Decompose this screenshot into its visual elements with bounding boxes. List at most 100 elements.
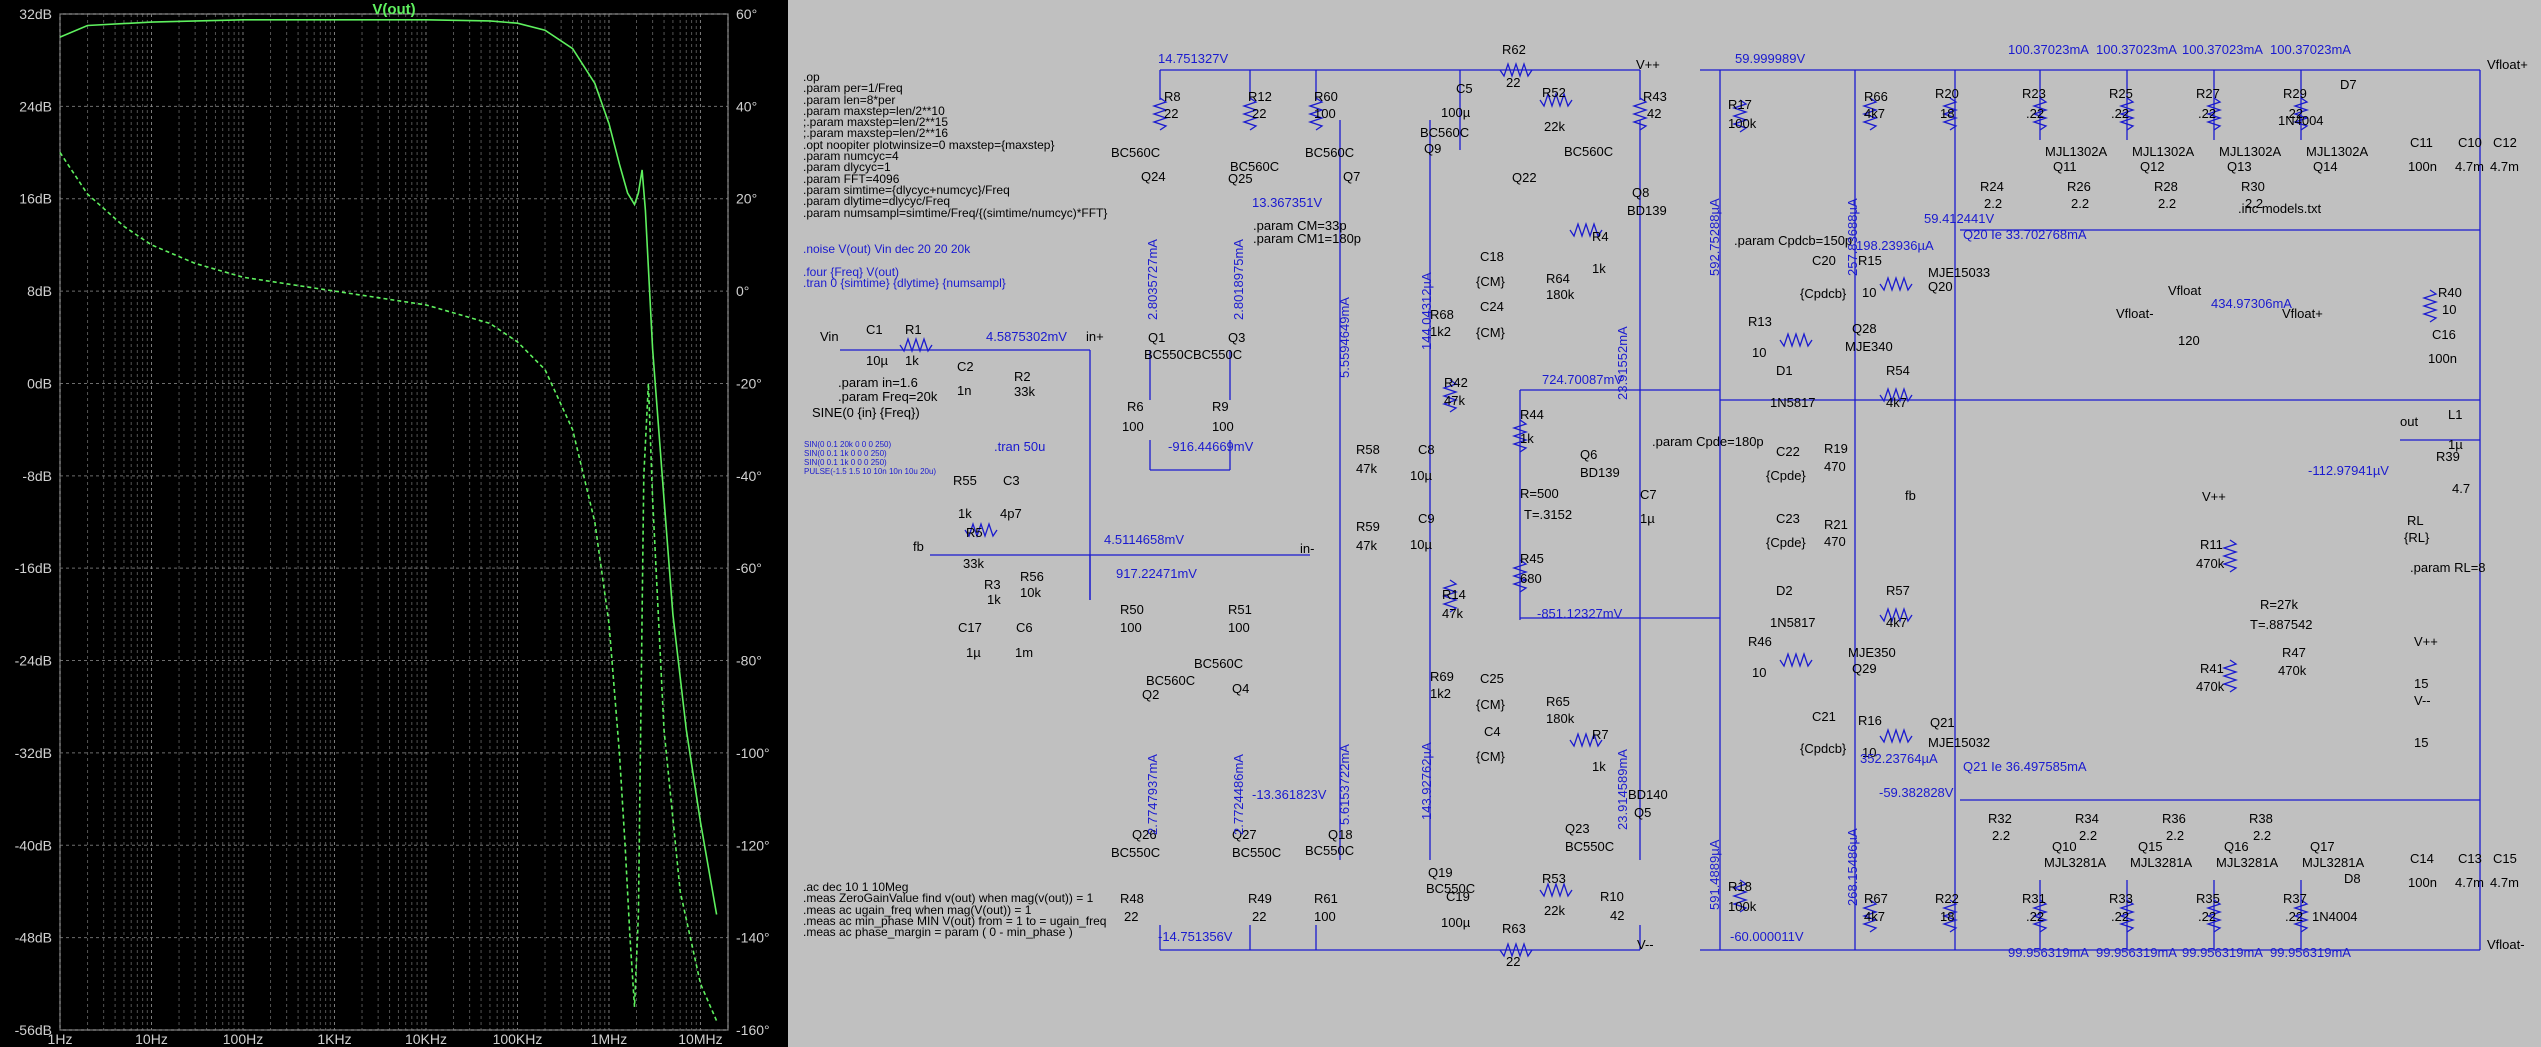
component-label[interactable]: R10 xyxy=(1600,889,1624,904)
component-label[interactable]: C5 xyxy=(1456,81,1473,96)
component-label[interactable]: C22 xyxy=(1776,444,1800,459)
component-label[interactable]: R8 xyxy=(1164,89,1181,104)
component-label[interactable]: in- xyxy=(1300,541,1315,556)
resistor-symbol[interactable] xyxy=(899,336,933,354)
component-label[interactable]: 100µ xyxy=(1441,915,1471,930)
component-label[interactable]: C2 xyxy=(957,359,974,374)
component-label[interactable]: 4k7 xyxy=(1864,909,1885,924)
component-label[interactable]: Vfloat+ xyxy=(2282,306,2323,321)
component-label[interactable]: 100 xyxy=(1120,620,1142,635)
component-label[interactable]: R36 xyxy=(2162,811,2186,826)
component-label[interactable]: 470k xyxy=(2196,556,2225,571)
component-label[interactable]: 10 xyxy=(2442,302,2457,317)
resistor-symbol[interactable] xyxy=(2292,97,2310,131)
component-label[interactable]: BC550C xyxy=(1565,839,1615,854)
component-label[interactable]: 47k xyxy=(1356,461,1377,476)
component-label[interactable]: R22 xyxy=(1935,891,1959,906)
component-label[interactable]: R26 xyxy=(2067,179,2091,194)
component-label[interactable]: MJE350 xyxy=(1848,645,1896,660)
component-label[interactable]: Vin xyxy=(820,329,839,344)
component-label[interactable]: R35 xyxy=(2196,891,2220,906)
component-label[interactable]: 2.2 xyxy=(1992,828,2011,843)
component-label[interactable]: R53 xyxy=(1542,871,1566,886)
component-label[interactable]: 120 xyxy=(2178,333,2200,348)
component-label[interactable]: V++ xyxy=(2414,634,2438,649)
resistor-symbol[interactable] xyxy=(1307,97,1325,131)
component-label[interactable]: 22 xyxy=(1252,909,1267,924)
component-label[interactable]: 180k xyxy=(1546,711,1575,726)
component-label[interactable]: R3 xyxy=(984,577,1001,592)
component-label[interactable]: D8 xyxy=(2344,871,2361,886)
component-label[interactable]: MJL1302A xyxy=(2045,144,2108,159)
resistor-symbol[interactable] xyxy=(1941,899,1959,933)
component-label[interactable]: 100 xyxy=(1314,106,1336,121)
component-label[interactable]: R37 xyxy=(2283,891,2307,906)
resistor-symbol[interactable] xyxy=(2205,97,2223,131)
component-label[interactable]: BD139 xyxy=(1580,465,1620,480)
component-label[interactable]: 10µ xyxy=(866,353,888,368)
component-label[interactable]: BD140 xyxy=(1628,787,1668,802)
component-label[interactable]: R61 xyxy=(1314,891,1338,906)
component-label[interactable]: Vfloat- xyxy=(2116,306,2154,321)
component-label[interactable]: {Cpde} xyxy=(1766,468,1806,483)
resistor-symbol[interactable] xyxy=(1511,559,1529,593)
component-label[interactable]: 180k xyxy=(1546,287,1575,302)
component-label[interactable]: 100k xyxy=(1728,116,1757,131)
component-label[interactable]: 100n xyxy=(2408,875,2437,890)
component-label[interactable]: R56 xyxy=(1020,569,1044,584)
spice-directives-measure[interactable]: .ac dec 10 1 10Meg .meas ZeroGainValue f… xyxy=(803,880,1107,940)
component-label[interactable]: C6 xyxy=(1016,620,1033,635)
component-label[interactable]: 1k xyxy=(905,353,919,368)
component-label[interactable]: V++ xyxy=(2202,489,2226,504)
component-label[interactable]: 4p7 xyxy=(1000,506,1022,521)
resistor-symbol[interactable] xyxy=(1941,97,1959,131)
component-label[interactable]: Q14 xyxy=(2313,159,2338,174)
component-label[interactable]: R69 xyxy=(1430,669,1454,684)
resistor-symbol[interactable] xyxy=(2031,899,2049,933)
component-label[interactable]: R28 xyxy=(2154,179,2178,194)
component-label[interactable]: V-- xyxy=(1637,937,1654,952)
component-label[interactable]: BC550C xyxy=(1144,347,1194,362)
resistor-symbol[interactable] xyxy=(1879,606,1913,624)
component-label[interactable]: {CM} xyxy=(1476,697,1505,712)
component-label[interactable]: MJL3281A xyxy=(2302,855,2365,870)
component-label[interactable]: 33k xyxy=(1014,384,1035,399)
component-label[interactable]: Q8 xyxy=(1632,185,1650,200)
component-label[interactable]: BC550C xyxy=(1111,845,1161,860)
component-label[interactable]: C8 xyxy=(1418,442,1435,457)
component-label[interactable]: Q23 xyxy=(1565,821,1590,836)
component-label[interactable]: .22 xyxy=(2285,909,2304,924)
component-label[interactable]: 10 xyxy=(1752,345,1767,360)
component-label[interactable]: Q18 xyxy=(1328,827,1353,842)
component-label[interactable]: C24 xyxy=(1480,299,1504,314)
component-label[interactable]: 15 xyxy=(2414,735,2429,750)
resistor-symbol[interactable] xyxy=(1151,97,1169,131)
component-label[interactable]: 1k xyxy=(1592,759,1606,774)
component-label[interactable]: 1k xyxy=(987,592,1001,607)
resistor-symbol[interactable] xyxy=(1539,881,1573,899)
component-label[interactable]: R39 xyxy=(2436,449,2460,464)
component-label[interactable]: C18 xyxy=(1480,249,1504,264)
component-label[interactable]: .22 xyxy=(2198,106,2217,121)
component-label[interactable]: 22 xyxy=(1252,106,1267,121)
component-label[interactable]: C12 xyxy=(2493,135,2517,150)
component-label[interactable]: BD139 xyxy=(1627,203,1667,218)
component-label[interactable]: 18 xyxy=(1940,909,1955,924)
component-label[interactable]: 1k xyxy=(958,506,972,521)
component-label[interactable]: BC550C xyxy=(1193,347,1243,362)
component-label[interactable]: R33 xyxy=(2109,891,2133,906)
component-label[interactable]: R24 xyxy=(1980,179,2004,194)
component-label[interactable]: R=500 xyxy=(1520,486,1559,501)
component-label[interactable]: R68 xyxy=(1430,307,1454,322)
resistor-symbol[interactable] xyxy=(2031,97,2049,131)
component-label[interactable]: SINE(0 {in} {Freq}) xyxy=(812,405,920,420)
component-label[interactable]: Q19 xyxy=(1428,865,1453,880)
component-label[interactable]: C4 xyxy=(1484,724,1501,739)
component-label[interactable]: .param Cpdcb=150p xyxy=(1734,233,1853,248)
component-label[interactable]: 100n xyxy=(2408,159,2437,174)
component-label[interactable]: R16 xyxy=(1858,713,1882,728)
component-label[interactable]: BC560C xyxy=(1420,125,1470,140)
component-label[interactable]: Q3 xyxy=(1228,330,1246,345)
component-label[interactable]: R46 xyxy=(1748,634,1772,649)
